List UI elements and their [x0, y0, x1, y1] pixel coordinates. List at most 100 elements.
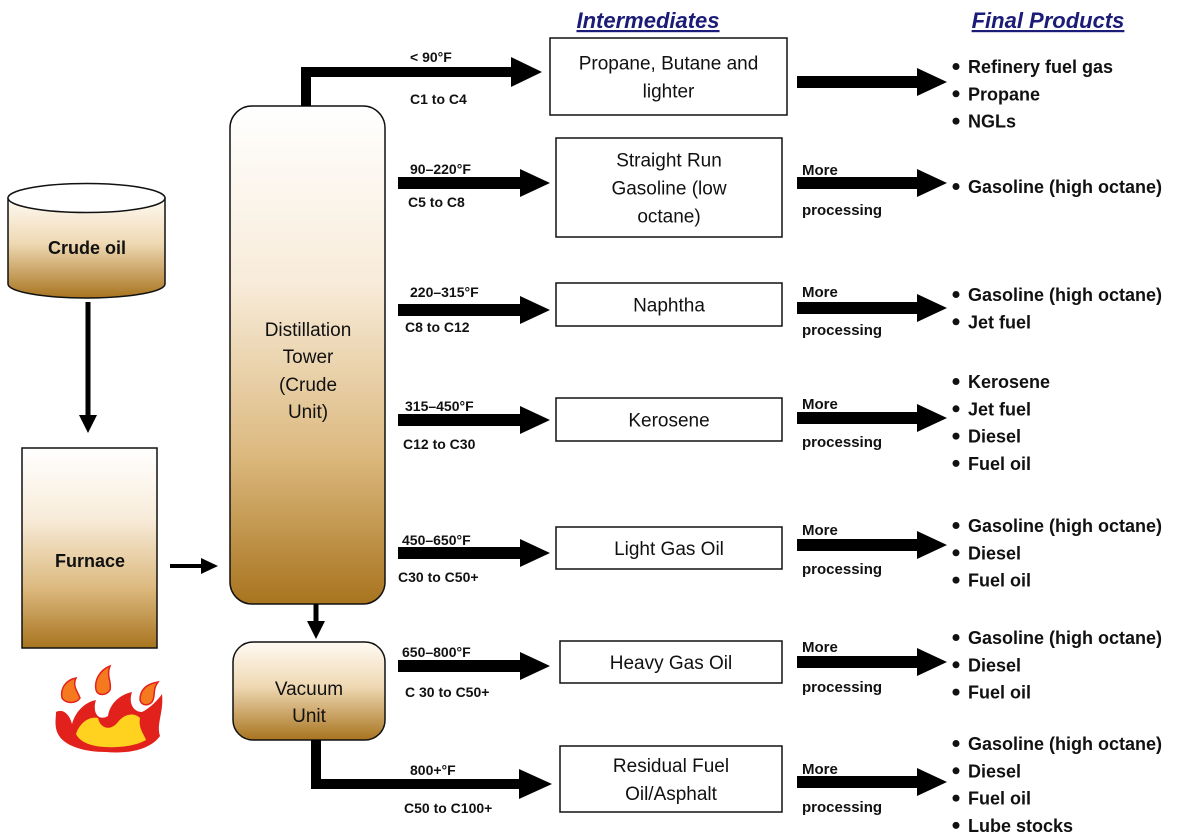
intermediate-label: octane) [637, 207, 700, 228]
processing-label: More [802, 162, 838, 179]
bullet-icon [952, 767, 960, 775]
bullet-icon [952, 549, 960, 557]
final-product-item: Gasoline (high octane) [968, 734, 1162, 754]
tank-body [7, 197, 166, 299]
intermediate-label: lighter [643, 82, 695, 103]
arrow-head [519, 769, 552, 799]
draw-off-arrow [398, 539, 550, 567]
intermediate-box [555, 282, 783, 327]
tower-label: Unit) [288, 402, 328, 423]
draw-off-arrow [398, 406, 550, 434]
arrow-shaft [301, 67, 514, 106]
bullet-icon [952, 661, 960, 669]
final-product-item: Fuel oil [968, 683, 1031, 703]
final-product-item: Gasoline (high octane) [968, 516, 1162, 536]
intermediate-label: Propane, Butane and [579, 54, 759, 75]
final-product-item: Gasoline (high octane) [968, 285, 1162, 305]
tank-top [7, 182, 166, 214]
intermediate-box [559, 745, 783, 813]
furnace-to-tower-arrow [170, 558, 218, 574]
carbon-range-label: C8 to C12 [405, 319, 470, 335]
intermediates-header: Intermediates [576, 8, 719, 33]
intermediate-box [549, 37, 788, 116]
tower-to-vacuum-arrow [307, 604, 325, 639]
intermediate-label: Gasoline (low [611, 179, 726, 200]
intermediate-label: Naphtha [633, 296, 705, 317]
final-product-item: Gasoline (high octane) [968, 628, 1162, 648]
intermediate-label: Oil/Asphalt [625, 784, 718, 805]
bullet-icon [952, 117, 960, 125]
temperature-range-label: 315–450°F [405, 398, 474, 414]
temperature-range-label: 220–315°F [410, 284, 479, 300]
intermediate-box [555, 526, 783, 570]
flame-tongue [94, 664, 112, 696]
temperature-range-label: 90–220°F [410, 161, 471, 177]
tower-label: Tower [283, 347, 334, 368]
bullet-icon [952, 183, 960, 190]
processing-label: More [802, 284, 838, 301]
intermediate-box [559, 640, 783, 684]
processing-label: processing [802, 799, 882, 816]
processing-label: processing [802, 202, 882, 219]
product-arrow [797, 68, 947, 96]
arrow-head [307, 621, 325, 639]
processing-label: More [802, 396, 838, 413]
bullet-icon [952, 522, 960, 529]
distillation-tower: Distillation Tower (Crude Unit) [229, 105, 386, 605]
intermediate-box [555, 397, 783, 442]
intermediate-label: Straight Run [616, 151, 722, 172]
furnace: Furnace [21, 447, 158, 649]
crude-to-furnace-arrow [79, 302, 97, 433]
final-product-item: Fuel oil [968, 789, 1031, 809]
bullet-icon [952, 318, 960, 326]
vacuum-unit: Vacuum Unit [232, 641, 386, 741]
draw-off-arrow [398, 652, 550, 680]
final-product-item: Jet fuel [968, 312, 1031, 332]
vacuum-unit-body [232, 641, 386, 741]
final-product-item: Kerosene [968, 372, 1050, 392]
bullet-icon [952, 576, 960, 584]
final-product-item: Jet fuel [968, 399, 1031, 419]
bullet-icon [952, 63, 960, 70]
product-arrow [797, 768, 947, 796]
product-arrow [797, 169, 947, 197]
tower-label: Distillation [265, 320, 352, 341]
temperature-range-label: < 90°F [410, 49, 452, 65]
arrow-head [201, 558, 218, 574]
temperature-range-label: 450–650°F [402, 532, 471, 548]
draw-off-arrow [398, 296, 550, 324]
carbon-range-label: C5 to C8 [408, 194, 465, 210]
processing-label: More [802, 761, 838, 778]
final-product-item: Diesel [968, 761, 1021, 781]
overhead-draw-off-arrow [301, 57, 542, 106]
final-products-header: Final Products [972, 8, 1125, 33]
carbon-range-label: C12 to C30 [403, 436, 476, 452]
temperature-range-label: 800+°F [410, 762, 456, 778]
flame-inner [76, 714, 146, 748]
processing-label: processing [802, 561, 882, 578]
final-product-item: Fuel oil [968, 571, 1031, 591]
bullet-icon [952, 432, 960, 440]
vacuum-unit-label: Unit [292, 706, 327, 727]
bullet-icon [952, 794, 960, 802]
final-product-item: Refinery fuel gas [968, 57, 1113, 77]
arrow-head [511, 57, 542, 87]
crude-oil-tank: Crude oil [7, 182, 166, 299]
bullet-icon [952, 291, 960, 298]
final-product-item: Gasoline (high octane) [968, 177, 1162, 197]
draw-off-arrow [398, 169, 550, 197]
processing-label: processing [802, 434, 882, 451]
processing-label: More [802, 522, 838, 539]
bullet-icon [952, 688, 960, 696]
bullet-icon [952, 459, 960, 467]
flame-tongue [139, 680, 160, 706]
processing-label: processing [802, 322, 882, 339]
bullet-icon [952, 740, 960, 747]
intermediate-label: Kerosene [628, 411, 709, 432]
carbon-range-label: C 30 to C50+ [405, 684, 489, 700]
product-arrow [797, 294, 947, 322]
